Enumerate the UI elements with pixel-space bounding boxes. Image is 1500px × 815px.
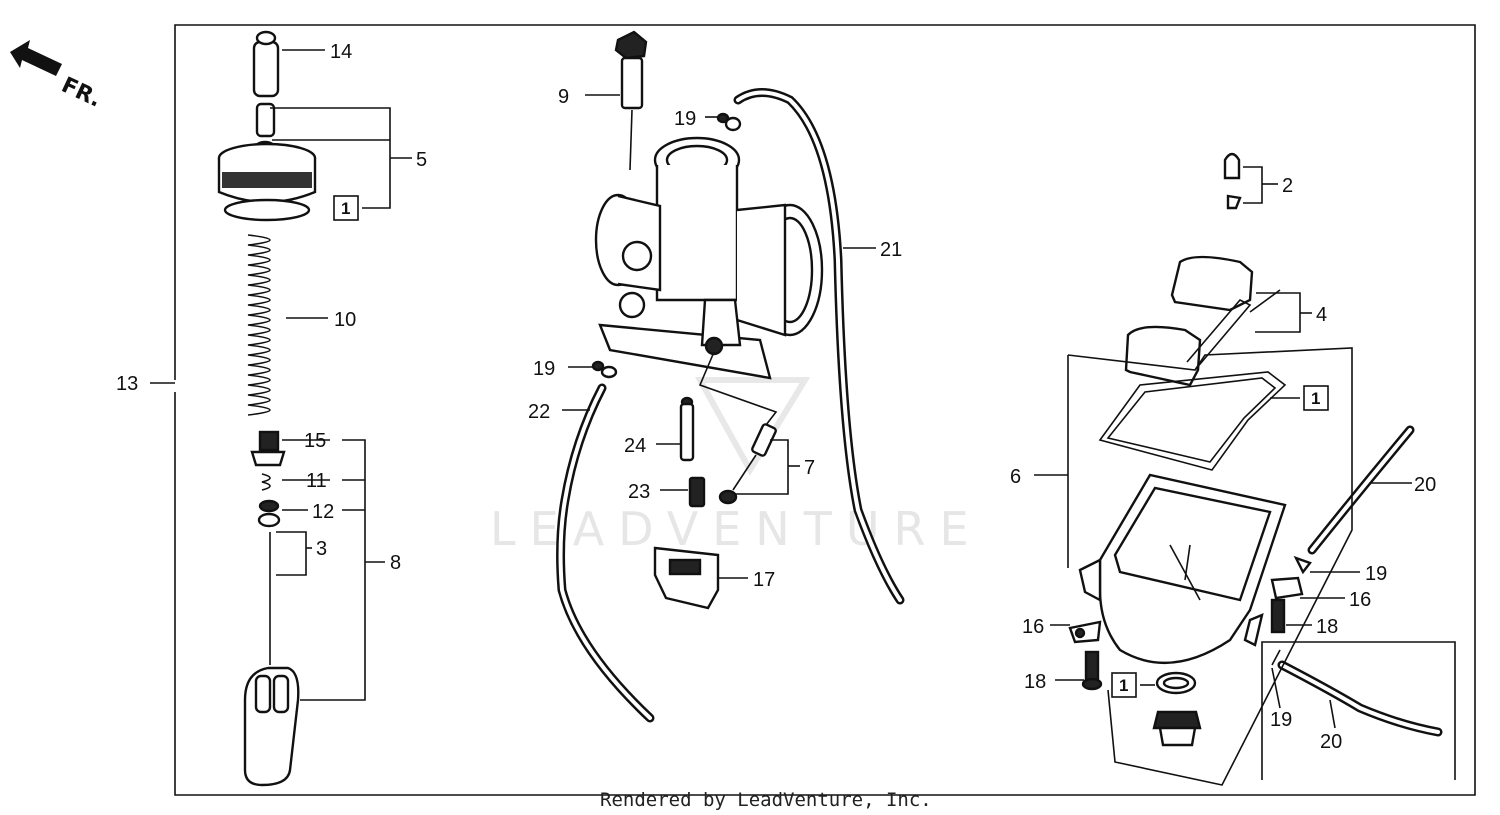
callout-5: 5 — [416, 149, 427, 171]
part-6-float-bowl — [1078, 473, 1287, 665]
part-20-overflow-tube-a — [1307, 425, 1415, 555]
part-7-air-screw — [718, 423, 777, 505]
callout-16-left: 16 — [1022, 616, 1044, 638]
part-2-float-valve — [1223, 152, 1242, 210]
part-9-throttle-stop-screw — [614, 30, 648, 171]
part-5-top-assembly — [217, 102, 317, 222]
callout-24: 24 — [624, 435, 646, 457]
part-24-pilot-jet — [679, 396, 695, 462]
part-14-cap — [252, 30, 280, 98]
part-19-clip-b — [591, 360, 618, 379]
watermark-logo — [694, 377, 811, 476]
part-12-washer — [257, 499, 281, 528]
callout-11: 11 — [306, 470, 327, 492]
callout-23: 23 — [628, 481, 650, 503]
part-8-throttle-valve — [243, 666, 300, 787]
callout-15: 15 — [304, 430, 326, 452]
callout-7: 7 — [804, 457, 815, 479]
callout-10: 10 — [334, 309, 356, 331]
callout-21: 21 — [880, 239, 902, 261]
part-18-screw-left — [1081, 650, 1103, 691]
float-bowl-gasket — [1098, 371, 1287, 471]
callout-3: 3 — [316, 538, 327, 560]
part-10-spring — [247, 234, 271, 416]
callout-19-bottom: 19 — [1270, 709, 1292, 731]
part-4-float — [1124, 255, 1281, 387]
callout-6: 6 — [1010, 466, 1021, 488]
callout-12: 12 — [312, 501, 334, 523]
watermark: LEADVENTURE — [490, 502, 983, 556]
callout-9: 9 — [558, 86, 569, 108]
carburetor-body — [594, 136, 824, 380]
diagram-frame — [174, 24, 1476, 796]
part-19-clip-d — [1271, 649, 1281, 666]
footer-credit: Rendered by LeadVenture, Inc. — [600, 789, 932, 811]
callout-20-lower: 20 — [1320, 731, 1342, 753]
callout-19-right: 19 — [1365, 563, 1387, 585]
part-19-clip-a — [716, 112, 742, 132]
callout-8: 8 — [390, 552, 401, 574]
callout-13: 13 — [116, 373, 138, 395]
callout-16-right: 16 — [1349, 589, 1371, 611]
drain-plug — [1152, 710, 1202, 747]
callout-14: 14 — [330, 41, 352, 63]
part-16-drain-plate-left — [1068, 620, 1102, 644]
part-19-clip-c — [1293, 555, 1312, 575]
front-direction-label: FR. — [57, 73, 104, 113]
callout-1-boxed: 1 — [341, 199, 350, 218]
front-direction-arrow: FR. — [10, 40, 105, 113]
callout-19-mid: 19 — [533, 358, 555, 380]
callout-1-boxed-bowl: 1 — [1119, 676, 1128, 695]
part-20-overflow-tube-b — [1277, 660, 1443, 737]
part-21-vent-hose — [733, 88, 905, 605]
drain-plug-o-ring — [1155, 671, 1197, 695]
callout-20-upper: 20 — [1414, 474, 1436, 496]
callout-18-right: 18 — [1316, 616, 1338, 638]
part-16-drain-plate-right — [1270, 576, 1304, 600]
part-17-float-cover — [653, 546, 720, 610]
part-15-needle-holder — [250, 430, 286, 467]
callout-18-left: 18 — [1024, 671, 1046, 693]
part-18-screw-right — [1270, 598, 1286, 634]
callout-17: 17 — [753, 569, 775, 591]
callout-22: 22 — [528, 401, 550, 423]
callout-4: 4 — [1316, 304, 1327, 326]
part-22-drain-hose — [556, 383, 655, 723]
callout-2: 2 — [1282, 175, 1293, 197]
part-23-main-jet — [688, 476, 706, 508]
callout-1-boxed-gasket: 1 — [1311, 389, 1320, 408]
part-11-clip — [261, 473, 271, 491]
callout-19-top: 19 — [674, 108, 696, 130]
